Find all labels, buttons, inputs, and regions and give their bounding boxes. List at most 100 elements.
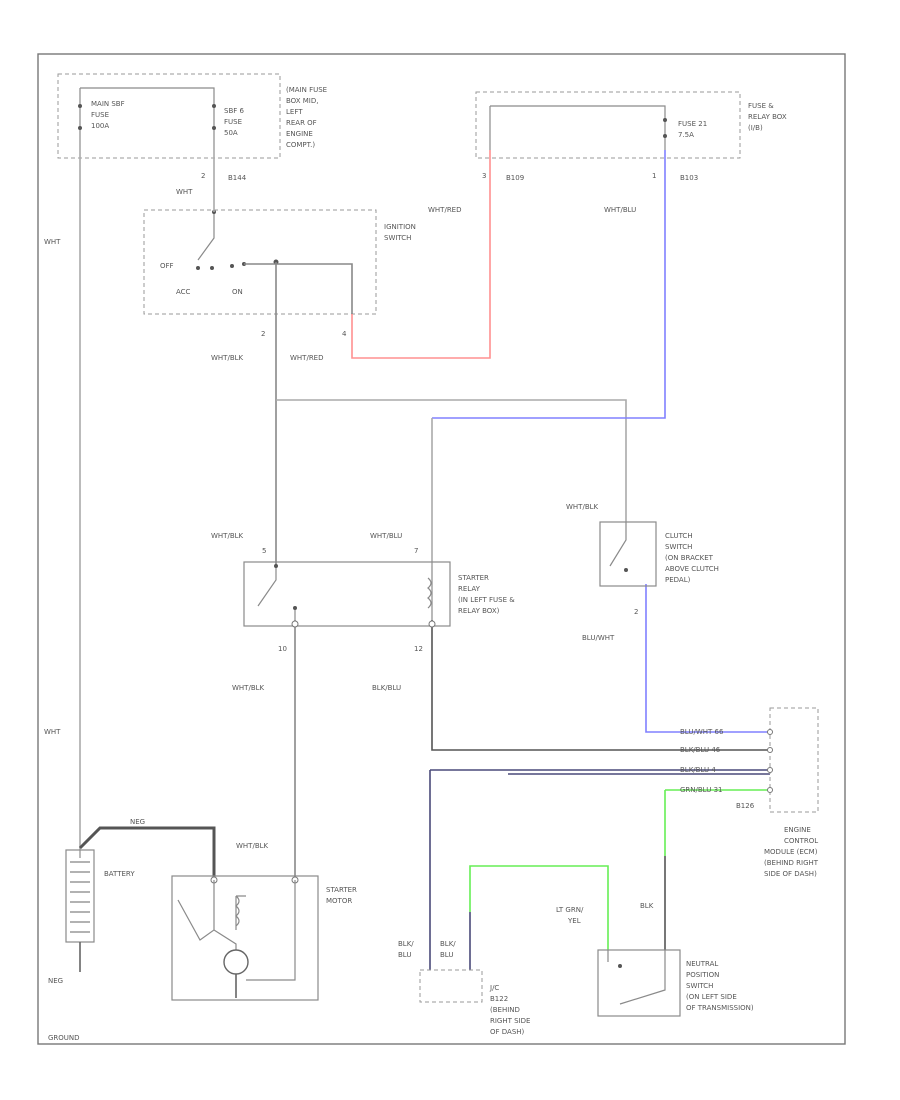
svg-text:CONTROL: CONTROL	[784, 837, 818, 845]
svg-text:MAIN SBF: MAIN SBF	[91, 100, 125, 108]
svg-text:(MAIN FUSE: (MAIN FUSE	[286, 86, 327, 94]
svg-text:50A: 50A	[224, 129, 238, 137]
svg-text:4: 4	[342, 330, 347, 338]
svg-text:LEFT: LEFT	[286, 108, 303, 116]
svg-text:BLU/WHT: BLU/WHT	[582, 634, 615, 642]
svg-text:7: 7	[414, 547, 418, 555]
svg-text:WHT/BLK: WHT/BLK	[236, 842, 269, 850]
svg-text:ON: ON	[232, 288, 243, 296]
svg-text:(ON LEFT SIDE: (ON LEFT SIDE	[686, 993, 737, 1001]
svg-text:BATTERY: BATTERY	[104, 870, 135, 878]
svg-text:YEL: YEL	[567, 917, 581, 925]
svg-text:POSITION: POSITION	[686, 971, 719, 979]
fuse-relay-box: FUSE 21 7.5A FUSE & RELAY BOX (I/B) 3 B1…	[475, 91, 787, 182]
svg-text:OFF: OFF	[160, 262, 174, 270]
starter-relay: 5 7 10 12 STARTER RELAY (IN LEFT FUSE & …	[243, 547, 515, 653]
ecm-connector: BLU/WHT 66 BLK/BLU 46 BLK/BLU 4 GRN/BLU …	[680, 707, 819, 878]
svg-text:ENGINE: ENGINE	[286, 130, 313, 138]
svg-text:BLK/BLU 4: BLK/BLU 4	[680, 766, 716, 774]
svg-text:WHT/BLU: WHT/BLU	[370, 532, 402, 540]
svg-text:WHT/BLK: WHT/BLK	[211, 354, 244, 362]
svg-text:SWITCH: SWITCH	[686, 982, 713, 990]
svg-text:WHT/BLU: WHT/BLU	[604, 206, 636, 214]
svg-text:FUSE: FUSE	[91, 111, 109, 119]
svg-text:STARTER: STARTER	[458, 574, 489, 582]
svg-text:FUSE: FUSE	[224, 118, 242, 126]
svg-text:WHT/RED: WHT/RED	[428, 206, 462, 214]
svg-text:5: 5	[262, 547, 266, 555]
diagram-frame	[37, 53, 846, 1045]
svg-text:WHT: WHT	[44, 728, 61, 736]
svg-text:1: 1	[652, 172, 656, 180]
svg-text:CLUTCH: CLUTCH	[665, 532, 693, 540]
svg-text:ACC: ACC	[176, 288, 191, 296]
svg-text:NEG: NEG	[130, 818, 145, 826]
svg-text:BLK/BLU: BLK/BLU	[372, 684, 401, 692]
svg-text:NEUTRAL: NEUTRAL	[686, 960, 718, 968]
ignition-switch: OFF ACC ON IGNITION SWITCH 2 4	[143, 209, 416, 338]
svg-text:RELAY BOX: RELAY BOX	[748, 113, 787, 121]
svg-text:(I/B): (I/B)	[748, 124, 763, 132]
svg-text:SIDE OF DASH): SIDE OF DASH)	[764, 870, 817, 878]
svg-text:FUSE &: FUSE &	[748, 102, 774, 110]
starter-motor: STARTER MOTOR	[171, 875, 357, 1001]
svg-text:IGNITION: IGNITION	[384, 223, 416, 231]
svg-text:100A: 100A	[91, 122, 109, 130]
svg-text:BLU: BLU	[440, 951, 453, 959]
svg-text:SBF 6: SBF 6	[224, 107, 244, 115]
svg-text:MODULE (ECM): MODULE (ECM)	[764, 848, 818, 856]
clutch-switch: CLUTCH SWITCH (ON BRACKET ABOVE CLUTCH P…	[599, 521, 719, 616]
svg-text:PEDAL): PEDAL)	[665, 576, 691, 584]
svg-text:ABOVE CLUTCH: ABOVE CLUTCH	[665, 565, 719, 573]
svg-text:BLK: BLK	[640, 902, 654, 910]
svg-text:B126: B126	[736, 802, 755, 810]
svg-text:B122: B122	[490, 995, 508, 1003]
svg-text:GROUND: GROUND	[48, 1034, 80, 1042]
svg-text:WHT/RED: WHT/RED	[290, 354, 324, 362]
svg-text:REAR OF: REAR OF	[286, 119, 317, 127]
wire-network	[78, 150, 770, 970]
svg-text:OF TRANSMISSION): OF TRANSMISSION)	[686, 1004, 754, 1012]
svg-text:WHT: WHT	[44, 238, 61, 246]
svg-text:BLK/: BLK/	[398, 940, 414, 948]
svg-text:WHT/BLK: WHT/BLK	[566, 503, 599, 511]
svg-text:SWITCH: SWITCH	[665, 543, 692, 551]
svg-text:7.5A: 7.5A	[678, 131, 694, 139]
svg-text:LT GRN/: LT GRN/	[556, 906, 584, 914]
battery: BATTERY NEG NEG	[48, 818, 145, 985]
main-fuse-box: MAIN SBF FUSE 100A SBF 6 FUSE 50A (MAIN …	[57, 73, 327, 182]
svg-text:B103: B103	[680, 174, 698, 182]
svg-text:WHT/BLK: WHT/BLK	[232, 684, 265, 692]
neutral-position-switch: NEUTRAL POSITION SWITCH (ON LEFT SIDE OF…	[597, 949, 754, 1017]
svg-text:(IN LEFT FUSE &: (IN LEFT FUSE &	[458, 596, 515, 604]
svg-text:(BEHIND RIGHT: (BEHIND RIGHT	[764, 859, 819, 867]
svg-text:BOX MID,: BOX MID,	[286, 97, 318, 105]
svg-text:BLU: BLU	[398, 951, 411, 959]
svg-text:BLU/WHT 66: BLU/WHT 66	[680, 728, 724, 736]
svg-text:OF DASH): OF DASH)	[490, 1028, 525, 1036]
svg-text:10: 10	[278, 645, 287, 653]
svg-text:B109: B109	[506, 174, 524, 182]
svg-text:NEG: NEG	[48, 977, 63, 985]
svg-text:12: 12	[414, 645, 423, 653]
svg-text:3: 3	[482, 172, 486, 180]
svg-text:2: 2	[634, 608, 638, 616]
wire-labels: WHT WHT WHT WHT/RED WHT/BLU WHT/BLK WHT/…	[44, 188, 654, 1042]
svg-text:(BEHIND: (BEHIND	[490, 1006, 520, 1014]
svg-text:RIGHT SIDE: RIGHT SIDE	[490, 1017, 530, 1025]
svg-text:FUSE 21: FUSE 21	[678, 120, 707, 128]
svg-text:COMPT.): COMPT.)	[286, 141, 315, 149]
svg-text:2: 2	[201, 172, 205, 180]
svg-text:MOTOR: MOTOR	[326, 897, 352, 905]
svg-text:WHT/BLK: WHT/BLK	[211, 532, 244, 540]
junction-connector: J/C B122 (BEHIND RIGHT SIDE OF DASH)	[419, 969, 530, 1036]
svg-text:STARTER: STARTER	[326, 886, 357, 894]
svg-text:SWITCH: SWITCH	[384, 234, 411, 242]
svg-text:B144: B144	[228, 174, 247, 182]
svg-text:2: 2	[261, 330, 265, 338]
svg-text:WHT: WHT	[176, 188, 193, 196]
svg-text:(ON BRACKET: (ON BRACKET	[665, 554, 714, 562]
svg-text:RELAY BOX): RELAY BOX)	[458, 607, 500, 615]
svg-text:ENGINE: ENGINE	[784, 826, 811, 834]
